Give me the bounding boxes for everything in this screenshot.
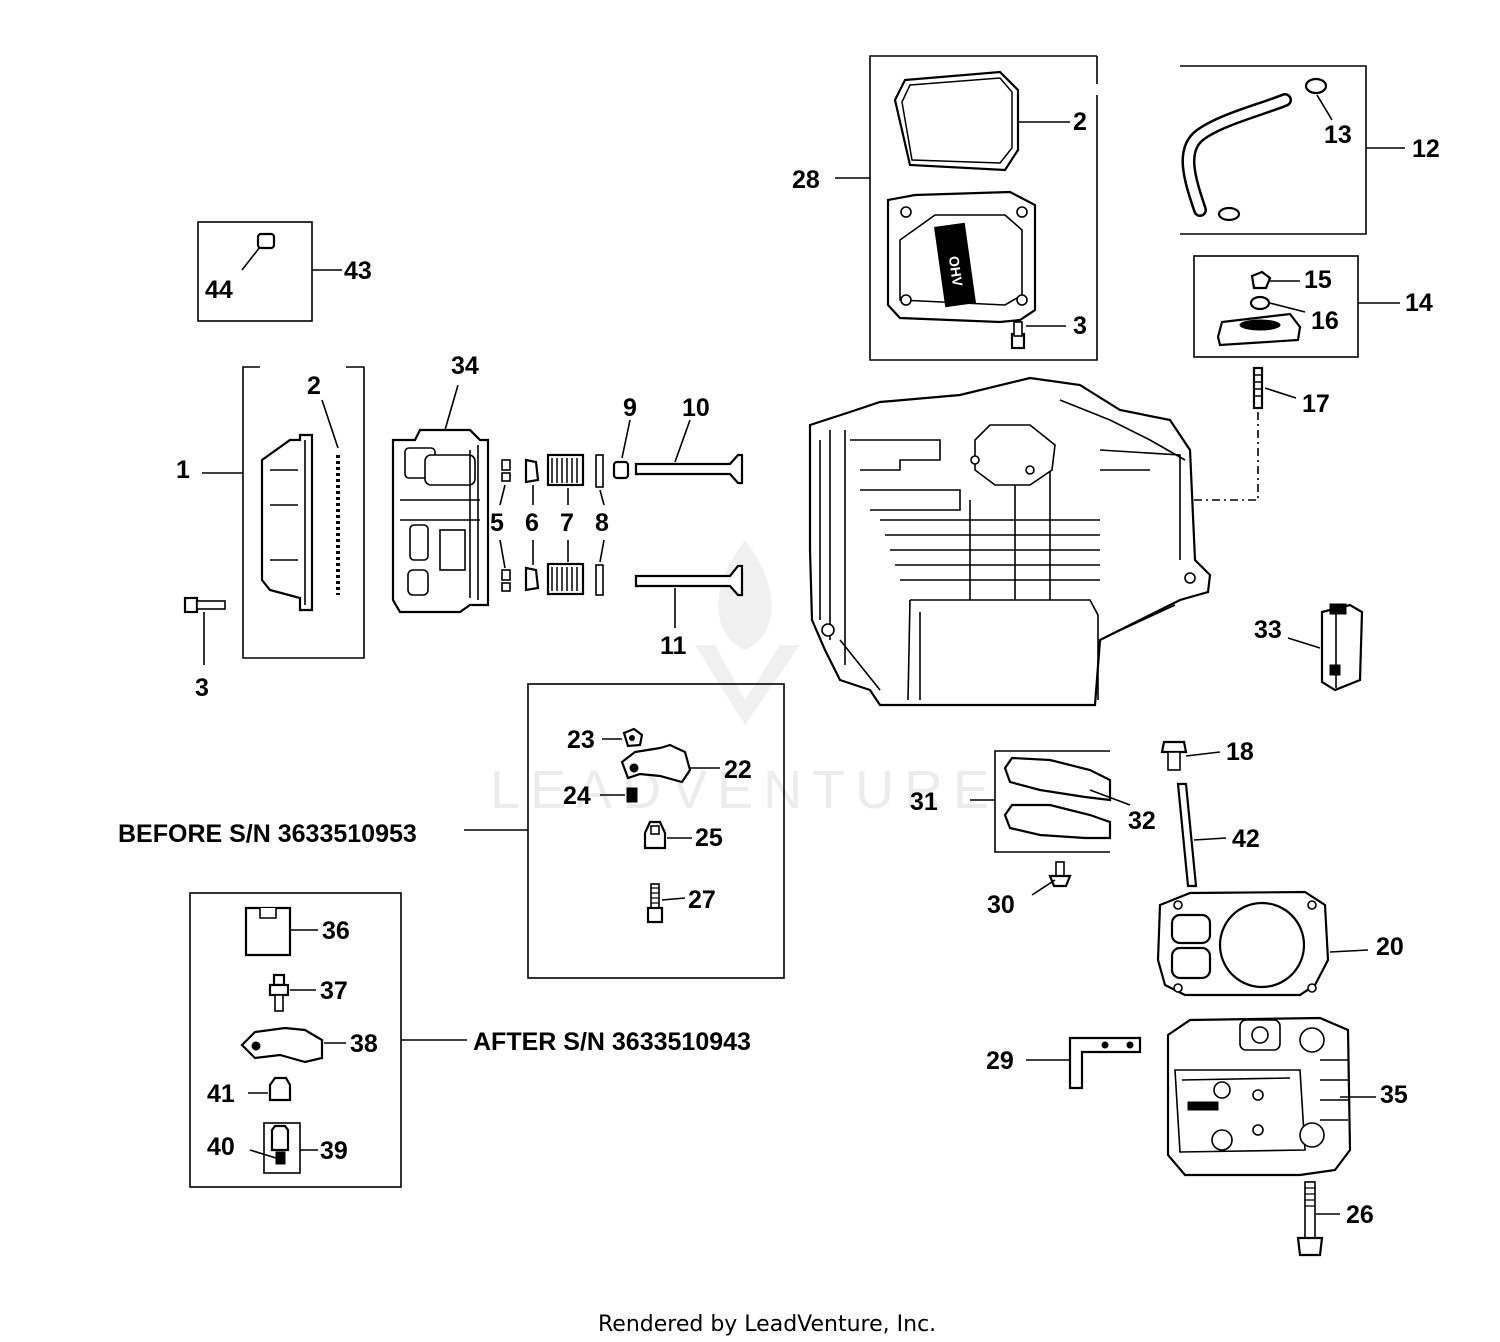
- label-24: 24: [563, 782, 591, 810]
- label-27: 27: [688, 886, 716, 914]
- label-37: 37: [320, 977, 348, 1005]
- label-14: 14: [1405, 289, 1433, 317]
- label-25: 25: [695, 824, 723, 852]
- label-20: 20: [1376, 933, 1404, 961]
- part-29-bracket: [1026, 1036, 1142, 1090]
- label-10: 10: [682, 394, 710, 422]
- label-41: 41: [207, 1080, 235, 1108]
- label-8: 8: [595, 509, 609, 537]
- watermark-flame-icon: [718, 540, 772, 650]
- label-43: 43: [344, 257, 372, 285]
- label-18: 18: [1226, 738, 1254, 766]
- part-34-head: [391, 384, 490, 614]
- label-28: 28: [792, 166, 820, 194]
- watermark-text: LEADVENTURE: [490, 760, 999, 820]
- label-12: 12: [1412, 135, 1440, 163]
- group-31-deflectors: [970, 750, 1131, 896]
- label-39: 39: [320, 1137, 348, 1165]
- label-2-top: 2: [1073, 108, 1087, 136]
- label-29: 29: [986, 1047, 1014, 1075]
- label-2-left: 2: [307, 372, 321, 400]
- group-14-breather: [1193, 255, 1400, 358]
- label-42: 42: [1232, 825, 1260, 853]
- label-36: 36: [322, 917, 350, 945]
- label-40: 40: [207, 1133, 235, 1161]
- label-38: 38: [350, 1030, 378, 1058]
- label-31: 31: [910, 788, 938, 816]
- label-3-left: 3: [195, 674, 209, 702]
- group-after-sn: [189, 892, 467, 1188]
- label-17: 17: [1302, 390, 1330, 418]
- engine-block: [808, 376, 1212, 707]
- part-33: [1287, 603, 1364, 692]
- part-20-gasket: [1156, 890, 1369, 997]
- svg-text:OHV: OHV: [946, 255, 966, 288]
- label-32: 32: [1128, 807, 1156, 835]
- label-5: 5: [490, 509, 504, 537]
- part-35-cylinder-head: [1166, 1016, 1376, 1177]
- part-18-bolt: [1160, 740, 1221, 771]
- label-after-sn: AFTER S/N 3633510943: [473, 1028, 751, 1056]
- callout-labels: 44 43 1 2 3 34 5 6 7 8 9 10 11 28 2 3 13…: [118, 108, 1440, 1229]
- watermark: LEADVENTURE: [490, 540, 999, 820]
- group-1-rocker-cover: [183, 366, 365, 665]
- label-13: 13: [1324, 121, 1352, 149]
- watermark-v-icon: [695, 645, 800, 725]
- label-3-top: 3: [1073, 312, 1087, 340]
- footer-credit: Rendered by LeadVenture, Inc.: [598, 1312, 936, 1337]
- label-15: 15: [1304, 266, 1332, 294]
- label-23: 23: [567, 726, 595, 754]
- label-9: 9: [623, 394, 637, 422]
- part-26-bolt: [1296, 1181, 1340, 1257]
- label-26: 26: [1346, 1201, 1374, 1229]
- group-43: [197, 221, 342, 322]
- group-before-sn: [464, 683, 785, 979]
- label-22: 22: [724, 756, 752, 784]
- label-16: 16: [1311, 307, 1339, 335]
- group-28-valve-cover: OHV: [835, 55, 1098, 361]
- label-33: 33: [1254, 616, 1282, 644]
- label-44: 44: [205, 276, 233, 304]
- label-6: 6: [525, 509, 539, 537]
- valve-train: [499, 419, 744, 628]
- label-11: 11: [660, 632, 687, 660]
- label-1: 1: [176, 456, 190, 484]
- label-before-sn: BEFORE S/N 3633510953: [118, 820, 417, 848]
- label-30: 30: [987, 891, 1015, 919]
- label-34: 34: [451, 352, 479, 380]
- label-7: 7: [560, 509, 574, 537]
- group-12-breather-hose: [1180, 65, 1405, 235]
- part-42-pushrod: [1176, 782, 1227, 888]
- label-35: 35: [1380, 1081, 1408, 1109]
